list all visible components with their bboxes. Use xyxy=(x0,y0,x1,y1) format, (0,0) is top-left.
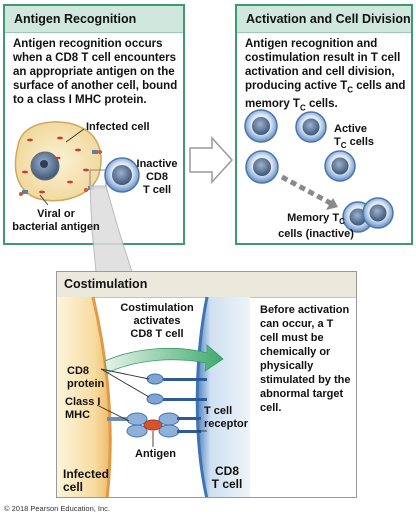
cd8-protein-label: CD8 protein xyxy=(67,365,105,390)
memory-dashed-arrow xyxy=(280,174,338,210)
inactive-t-cell xyxy=(104,157,140,193)
activation-text: Antigen recognition and costimulation re… xyxy=(245,38,406,113)
cd8-t-cell-region-label: CD8 T cell xyxy=(211,464,243,491)
t-cell-membrane xyxy=(197,297,250,497)
infected-cell-membrane xyxy=(57,297,111,497)
t-cell-receptor-label: T cell receptor xyxy=(204,405,249,430)
infected-cell-region-label: Infected cell xyxy=(63,467,110,494)
infected-cell xyxy=(14,121,107,202)
costimulation-panel: Costimulation xyxy=(56,271,357,498)
inactive-t-cell-label: Inactive CD8 T cell xyxy=(136,158,178,196)
cd8-protein-icon xyxy=(146,373,207,405)
infected-cell-label: Infected cell xyxy=(86,121,150,133)
copyright-notice: © 2018 Pearson Education, Inc. xyxy=(4,504,111,513)
antigen-recognition-text: Antigen recognition occurs when a CD8 T … xyxy=(13,38,178,106)
active-t-cells xyxy=(244,109,356,184)
leader-lines xyxy=(39,128,85,206)
viral-antigen-label: Viral or bacterial antigen xyxy=(12,208,100,233)
costimulation-arrow-label: Costimulation activates CD8 T cell xyxy=(120,302,194,340)
antigen-label: Antigen xyxy=(135,448,176,460)
progression-arrow xyxy=(189,136,234,184)
costimulation-note: Before activation can occur, a T cell mu… xyxy=(260,304,351,414)
antigen-recognition-panel: Antigen Recognition Antigen recognition … xyxy=(3,4,185,245)
memory-tc-label: Memory TC cells (inactive) xyxy=(278,212,354,241)
mhc-tcr-complex xyxy=(107,412,201,438)
costimulation-diagram xyxy=(57,296,250,497)
class-i-mhc-label: Class I MHC xyxy=(65,396,101,421)
antigen-dots xyxy=(22,136,89,194)
antigen-recognition-title: Antigen Recognition xyxy=(5,6,183,33)
activation-title: Activation and Cell Division xyxy=(237,6,411,33)
top-diagram xyxy=(14,109,394,273)
active-tc-label: Active TC cells xyxy=(334,123,375,151)
cost-leader-lines xyxy=(96,368,207,447)
costimulation-arrow xyxy=(104,344,224,374)
memory-t-cells xyxy=(342,197,394,233)
costimulation-title: Costimulation xyxy=(57,272,356,298)
